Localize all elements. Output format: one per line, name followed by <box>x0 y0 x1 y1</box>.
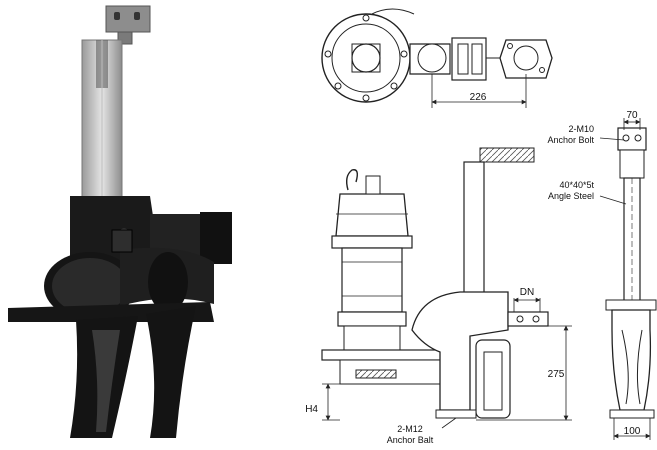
plan-view: 226 <box>321 8 553 108</box>
dimension-70: 70 <box>623 110 641 130</box>
dimension-70-label: 70 <box>626 110 638 121</box>
pump-base <box>321 349 453 385</box>
side-discharge-coupling <box>411 291 549 419</box>
anchor-bolt-m10-line2: Anchor Bolt <box>547 135 594 145</box>
dimension-100-label: 100 <box>624 426 641 437</box>
side-elevation: DN 275 H4 2-M12 Anchor Balt <box>305 147 572 445</box>
support-legs <box>70 306 196 438</box>
dimension-h4: H4 <box>305 383 340 421</box>
front-coupling <box>605 299 657 419</box>
anchor-bolt-m12-line1: 2-M12 <box>397 424 423 434</box>
dimension-275: 275 <box>476 325 572 421</box>
anchor-bolt-m12-callout: 2-M12 Anchor Balt <box>387 417 457 445</box>
pump-motor <box>331 175 413 351</box>
plan-outlet-flange <box>499 39 553 79</box>
dimension-226: 226 <box>431 74 527 108</box>
angle-steel-line1: 40*40*5t <box>559 180 594 190</box>
plan-connector <box>409 37 506 81</box>
rendered-coupling-3d <box>8 5 232 438</box>
coupling-body <box>44 196 232 320</box>
anchor-bolt-m10-line1: 2-M10 <box>568 124 594 134</box>
anchor-bolt-m12-line2: Anchor Balt <box>387 435 434 445</box>
dimension-275-label: 275 <box>548 369 565 380</box>
top-bracket <box>105 5 151 45</box>
dimension-100: 100 <box>613 418 651 440</box>
dimension-h4-label: H4 <box>305 404 318 415</box>
angle-steel-callout: 40*40*5t Angle Steel <box>548 180 627 205</box>
plan-pump-flange <box>321 8 415 103</box>
dimension-dn-label: DN <box>520 287 534 298</box>
front-rail <box>623 177 641 305</box>
guide-rail-pipe <box>81 39 123 201</box>
side-guide-rail <box>463 147 535 303</box>
dimension-dn: DN <box>513 287 541 312</box>
front-anchor-bracket <box>617 127 647 179</box>
power-cable <box>345 169 359 191</box>
dimension-226-label: 226 <box>470 92 487 103</box>
front-view: 70 100 2-M10 Anchor Bolt 40*40*5t Angle … <box>547 110 657 440</box>
anchor-bolt-m10-callout: 2-M10 Anchor Bolt <box>547 124 625 145</box>
angle-steel-line2: Angle Steel <box>548 191 594 201</box>
